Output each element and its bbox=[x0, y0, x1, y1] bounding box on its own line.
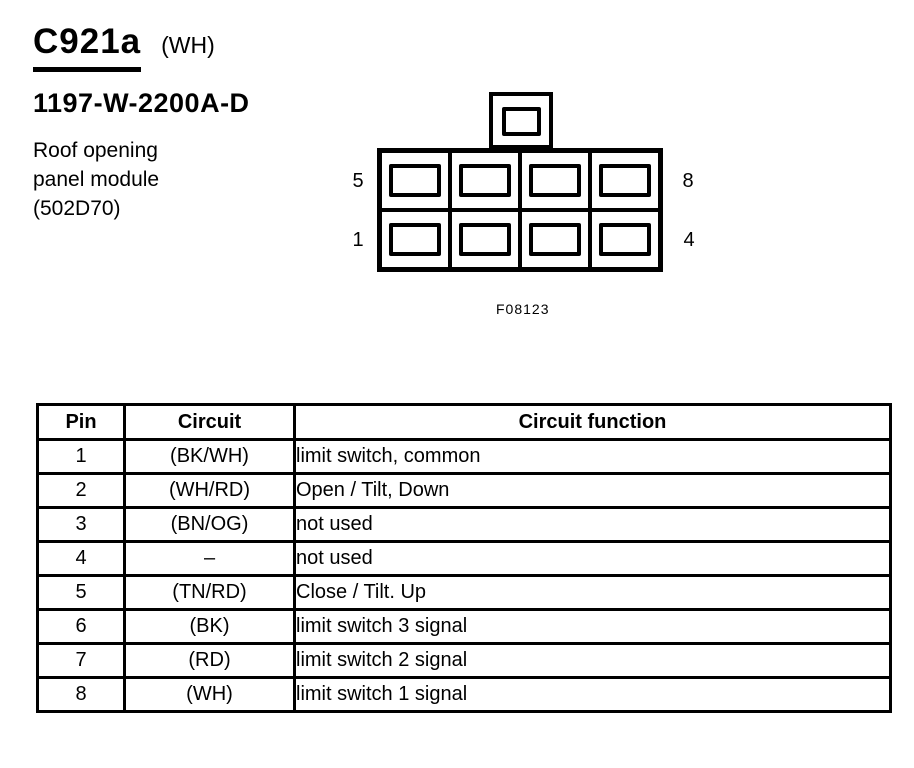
cell-pin: 5 bbox=[36, 574, 126, 611]
pin-cavity-4 bbox=[590, 210, 660, 269]
connector-id: C921a bbox=[33, 22, 142, 72]
figure-caption: F08123 bbox=[496, 301, 550, 317]
tab-inner-rect bbox=[501, 107, 541, 136]
description-line: Roof opening bbox=[33, 139, 158, 162]
cell-function: Close / Tilt. Up bbox=[293, 574, 892, 611]
cavity-terminal bbox=[389, 164, 441, 197]
pin-cavity-5 bbox=[380, 151, 450, 210]
connector-locking-tab bbox=[489, 92, 553, 149]
cavity-terminal bbox=[529, 164, 581, 197]
description-line: (502D70) bbox=[33, 197, 121, 220]
pinout-table: Pin Circuit Circuit function 1(BK/WH)lim… bbox=[36, 403, 892, 713]
table-row: 6(BK)limit switch 3 signal bbox=[36, 608, 892, 645]
cell-pin: 3 bbox=[36, 506, 126, 543]
pin-cavity-7 bbox=[520, 151, 590, 210]
pin-cavity-3 bbox=[520, 210, 590, 269]
cell-circuit: (BK/WH) bbox=[123, 438, 296, 475]
cavity-terminal bbox=[459, 223, 511, 256]
cell-function: limit switch, common bbox=[293, 438, 892, 475]
table-row: 4–not used bbox=[36, 540, 892, 577]
part-number: 1197-W-2200A-D bbox=[33, 88, 250, 118]
pin-cavity-8 bbox=[590, 151, 660, 210]
pin-number-label-5: 5 bbox=[352, 170, 364, 192]
cavity-terminal bbox=[529, 223, 581, 256]
column-header-circuit-function: Circuit function bbox=[293, 403, 892, 441]
table-header-row: Pin Circuit Circuit function bbox=[36, 403, 892, 441]
cavity-terminal bbox=[459, 164, 511, 197]
table-row: 5(TN/RD)Close / Tilt. Up bbox=[36, 574, 892, 611]
cell-function: limit switch 3 signal bbox=[293, 608, 892, 645]
cell-pin: 8 bbox=[36, 676, 126, 713]
cell-circuit: (TN/RD) bbox=[123, 574, 296, 611]
cell-function: limit switch 1 signal bbox=[293, 676, 892, 713]
connector-face-diagram bbox=[377, 148, 663, 272]
cavity-terminal bbox=[389, 223, 441, 256]
table-row: 7(RD)limit switch 2 signal bbox=[36, 642, 892, 679]
table-row: 3(BN/OG)not used bbox=[36, 506, 892, 543]
description-line: panel module bbox=[33, 168, 160, 191]
cell-circuit: (BK) bbox=[123, 608, 296, 645]
pin-cavity-1 bbox=[380, 210, 450, 269]
pin-number-label-1: 1 bbox=[352, 229, 364, 251]
table-row: 1(BK/WH)limit switch, common bbox=[36, 438, 892, 475]
table-row: 2(WH/RD)Open / Tilt, Down bbox=[36, 472, 892, 509]
cell-function: not used bbox=[293, 540, 892, 577]
pin-cavity-2 bbox=[450, 210, 520, 269]
cell-function: Open / Tilt, Down bbox=[293, 472, 892, 509]
pin-cavity-6 bbox=[450, 151, 520, 210]
cell-circuit: (WH) bbox=[123, 676, 296, 713]
cell-pin: 6 bbox=[36, 608, 126, 645]
cell-pin: 7 bbox=[36, 642, 126, 679]
cell-circuit: (RD) bbox=[123, 642, 296, 679]
component-description: Roof opening panel module (502D70) bbox=[33, 136, 159, 223]
cell-pin: 4 bbox=[36, 540, 126, 577]
header: C921a (WH) bbox=[33, 22, 215, 72]
cell-circuit: – bbox=[123, 540, 296, 577]
column-header-circuit: Circuit bbox=[123, 403, 296, 441]
connector-color-code: (WH) bbox=[161, 32, 215, 58]
cell-function: not used bbox=[293, 506, 892, 543]
pin-number-label-4: 4 bbox=[683, 229, 695, 251]
table-row: 8(WH)limit switch 1 signal bbox=[36, 676, 892, 713]
cell-pin: 1 bbox=[36, 438, 126, 475]
cell-function: limit switch 2 signal bbox=[293, 642, 892, 679]
cell-circuit: (BN/OG) bbox=[123, 506, 296, 543]
pin-number-label-8: 8 bbox=[682, 170, 694, 192]
cell-pin: 2 bbox=[36, 472, 126, 509]
column-header-pin: Pin bbox=[36, 403, 126, 441]
cavity-terminal bbox=[599, 164, 651, 197]
cavity-terminal bbox=[599, 223, 651, 256]
cell-circuit: (WH/RD) bbox=[123, 472, 296, 509]
